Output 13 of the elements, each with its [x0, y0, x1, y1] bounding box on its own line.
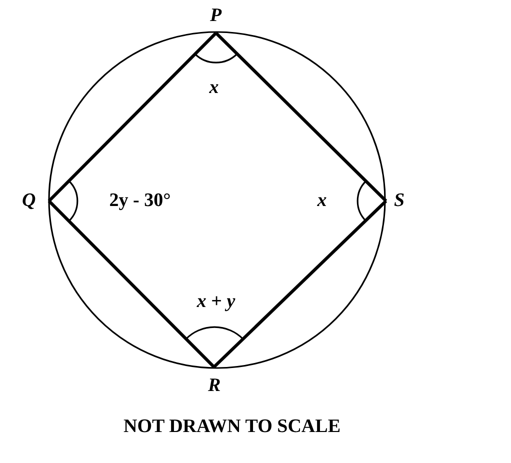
angle-label: x + y	[196, 291, 236, 313]
vertex-label: R	[208, 375, 221, 397]
polygon-side	[214, 32, 388, 202]
polygon-side	[48, 32, 218, 202]
vertex-label: Q	[22, 190, 36, 212]
angle-label: 2y - 30°	[109, 190, 171, 212]
polygon-side	[48, 200, 216, 368]
polygon-side	[212, 200, 388, 368]
angle-label: x	[317, 190, 327, 212]
caption: NOT DRAWN TO SCALE	[124, 416, 340, 438]
vertex-label: S	[394, 190, 405, 212]
vertex-label: P	[210, 5, 222, 27]
angle-label: x	[209, 77, 219, 99]
